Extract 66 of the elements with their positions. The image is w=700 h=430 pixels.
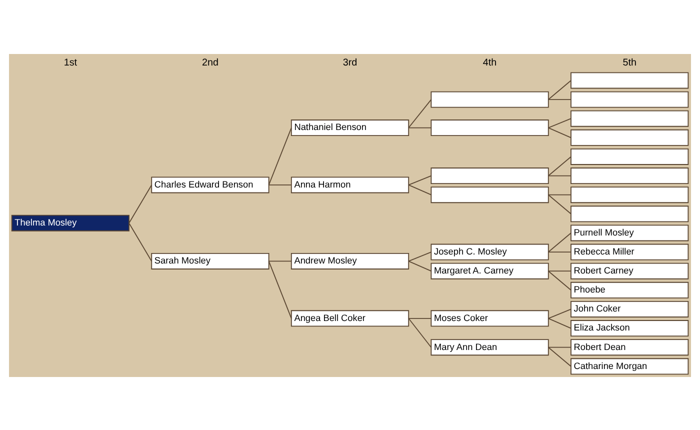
label: 3rd: [342, 56, 358, 68]
connector: [128, 222, 152, 262]
node-box: Moses Coker: [430, 310, 549, 326]
connector: [408, 174, 432, 185]
node-box: Nathaniel Benson: [290, 119, 410, 136]
connector: [548, 270, 572, 272]
connector: [548, 98, 572, 100]
node-box: Rebecca Miller: [570, 243, 689, 260]
connector: [548, 118, 572, 128]
connector: [408, 126, 432, 128]
node-box: Anna Harmon: [290, 176, 410, 193]
node-box: Eliza Jackson: [570, 320, 689, 336]
node-box: [430, 167, 549, 184]
connector: [548, 346, 572, 366]
node-box: [430, 90, 549, 108]
label: 4th: [482, 56, 497, 68]
label: 5th: [622, 56, 636, 68]
node-box: Robert Carney: [570, 262, 689, 279]
node-box: Phoebe: [570, 281, 689, 298]
connector: [268, 260, 292, 318]
node-box: [570, 148, 689, 164]
node-box: [430, 186, 549, 203]
node-box: Charles Edward Benson: [151, 176, 270, 193]
node-box: Mary Ann Dean: [430, 338, 549, 356]
connector: [408, 317, 432, 318]
connector: [548, 346, 572, 348]
connector: [128, 184, 152, 224]
connector: [548, 80, 572, 100]
connector: [268, 260, 292, 262]
node-box: Angea Bell Coker: [290, 310, 410, 326]
connector: [548, 126, 572, 138]
connector: [548, 308, 572, 318]
connector: [408, 251, 432, 262]
connector: [268, 184, 292, 185]
node-box: Catharine Morgan: [570, 358, 689, 374]
connector: [548, 232, 572, 252]
node-box: [570, 72, 689, 88]
connector: [548, 194, 572, 195]
node-box: Andrew Mosley: [290, 252, 410, 269]
connector: [548, 156, 572, 176]
node-box: [430, 119, 549, 136]
connector: [548, 317, 572, 328]
node-box: [570, 186, 689, 203]
connector: [408, 98, 432, 128]
node-box: Robert Dean: [570, 338, 689, 356]
node-box: Purnell Mosley: [570, 224, 689, 241]
connector: [548, 194, 572, 214]
connector: [548, 270, 572, 290]
connector: [548, 251, 572, 252]
node-box: [570, 167, 689, 184]
node-box: Margaret A. Carney: [430, 262, 549, 279]
connector: [268, 126, 292, 185]
node-box: [570, 110, 689, 126]
node-box: Thelma Mosley: [11, 214, 130, 231]
connector: [408, 260, 432, 272]
node-box: [570, 205, 689, 222]
connector: [548, 174, 572, 176]
node-box: Sarah Mosley: [151, 252, 270, 269]
node-box: John Coker: [570, 300, 689, 317]
label: 2nd: [202, 56, 218, 68]
connector: [408, 184, 432, 195]
node-box: Joseph C. Mosley: [430, 243, 549, 260]
node-box: [570, 128, 689, 146]
connector: [408, 317, 432, 348]
node-box: [570, 90, 689, 108]
label: 1st: [64, 56, 78, 68]
